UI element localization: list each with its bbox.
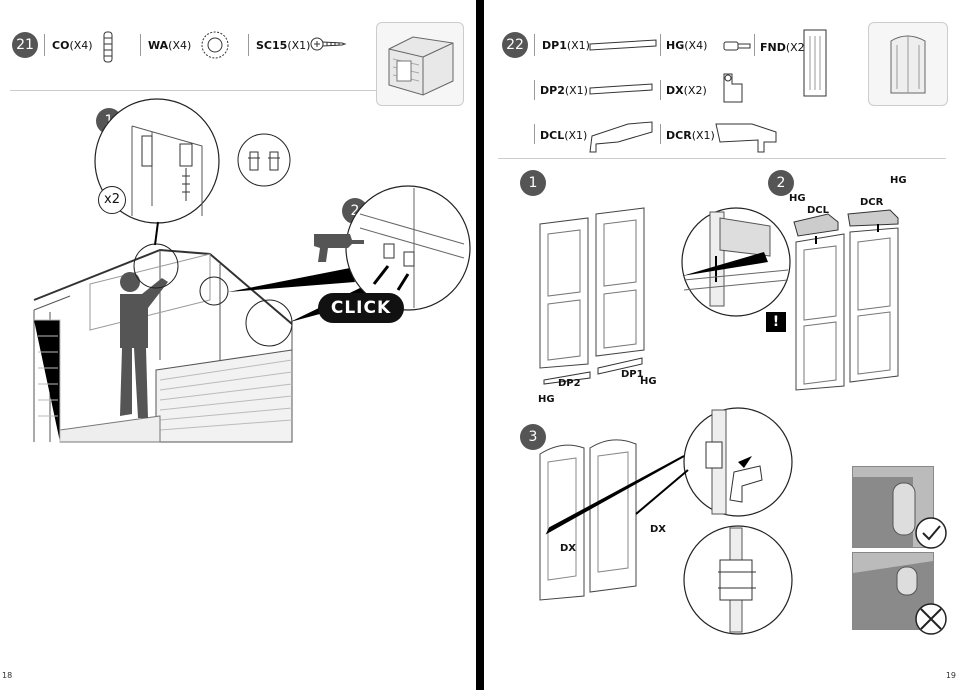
detail-circle-2: [345, 185, 471, 311]
part-dcl-label: DCL(X1): [540, 129, 588, 142]
dcl-callout: DCL: [807, 205, 830, 216]
separator: [754, 34, 755, 56]
door-panels-drawing: [539, 207, 645, 385]
hg-callout-1: HG: [538, 394, 555, 405]
page-number-left: 18: [2, 671, 13, 680]
drill-icon: [314, 234, 364, 262]
separator: [248, 34, 249, 56]
multiplier-badge: x2: [98, 186, 126, 214]
detail-circle-clip-fitted: [683, 525, 793, 635]
part-co-label: CO(X4): [52, 39, 93, 52]
warning-badge: !: [766, 312, 786, 332]
zoom-circle-2: [199, 276, 229, 306]
shed-thumbnail-drawing: [388, 36, 454, 96]
dcr-bracket-icon: [715, 123, 777, 153]
separator: [140, 34, 141, 56]
page-number-right: 19: [945, 671, 956, 680]
part-dcr-label: DCR(X1): [666, 129, 715, 142]
part-hg-label: HG(X4): [666, 39, 708, 52]
anchor-detail-circle: [237, 133, 291, 187]
fnd-panel-icon: [803, 29, 827, 97]
right-leader-lines: [545, 252, 768, 535]
part-dp1-label: DP1(X1): [542, 39, 590, 52]
hg-pin-icon: [723, 41, 751, 51]
separator: [660, 34, 661, 56]
substep-1-badge: 1: [520, 170, 546, 196]
part-fnd-label: FND(X2): [760, 41, 809, 54]
zoom-circle-3: [245, 299, 293, 347]
washer-icon: [201, 31, 229, 59]
left-page: 21 CO(X4) WA(X4) SC15(X1) 1: [0, 0, 476, 690]
shed-illustration: [33, 248, 293, 443]
substep-3-badge: 3: [520, 424, 546, 450]
separator: [660, 124, 661, 144]
hg-callout-2: HG: [640, 376, 657, 387]
separator: [534, 124, 535, 144]
incorrect-photo-drawing: [853, 561, 933, 629]
shed-overview-thumbnail: [376, 22, 464, 106]
dx-clip-icon: [723, 73, 743, 103]
dp2-callout: DP2: [558, 378, 581, 389]
step-22-badge: 22: [502, 32, 528, 58]
dp1-callout: DP1: [621, 369, 644, 380]
part-wa-label: WA(X4): [148, 39, 192, 52]
right-page: 22 DP1(X1) HG(X4) FND(X2) DP2(X1) DX(X2)…: [484, 0, 960, 690]
step-21-badge: 21: [12, 32, 38, 58]
hg-callout-4: HG: [890, 175, 907, 186]
dcl-bracket-icon: [589, 121, 653, 153]
screw-icon: [310, 37, 347, 51]
door-overview-thumbnail: [868, 22, 948, 106]
door-bracket-drawing: [793, 209, 899, 391]
detail-circle-clip-insert: [683, 407, 793, 517]
correct-photo-drawing: [853, 477, 916, 547]
book-spine: [476, 0, 484, 690]
part-dp2-label: DP2(X1): [540, 84, 588, 97]
click-badge: CLICK: [318, 293, 404, 323]
header-divider: [10, 90, 376, 91]
separator: [660, 80, 661, 100]
dp1-bar-icon: [589, 39, 657, 51]
door-thumbnail-drawing: [890, 35, 926, 94]
hg-callout-3: HG: [789, 193, 806, 204]
separator: [534, 34, 535, 56]
part-dx-label: DX(X2): [666, 84, 707, 97]
detail-circle-1: [94, 98, 220, 224]
check-mark-icon: [915, 517, 947, 549]
person-figure: [120, 272, 168, 418]
cross-mark-icon: [915, 603, 947, 635]
leader-lines: [154, 221, 372, 322]
dx-callout-1: DX: [560, 543, 577, 554]
substep-2-badge: 2: [768, 170, 794, 196]
dp2-bar-icon: [589, 83, 653, 95]
part-sc15-label: SC15(X1): [256, 39, 311, 52]
header-divider: [498, 158, 946, 159]
anchor-plug-icon: [103, 31, 113, 63]
separator: [44, 34, 45, 56]
dcr-callout: DCR: [860, 197, 884, 208]
separator: [534, 80, 535, 100]
dx-callout-2: DX: [650, 524, 667, 535]
